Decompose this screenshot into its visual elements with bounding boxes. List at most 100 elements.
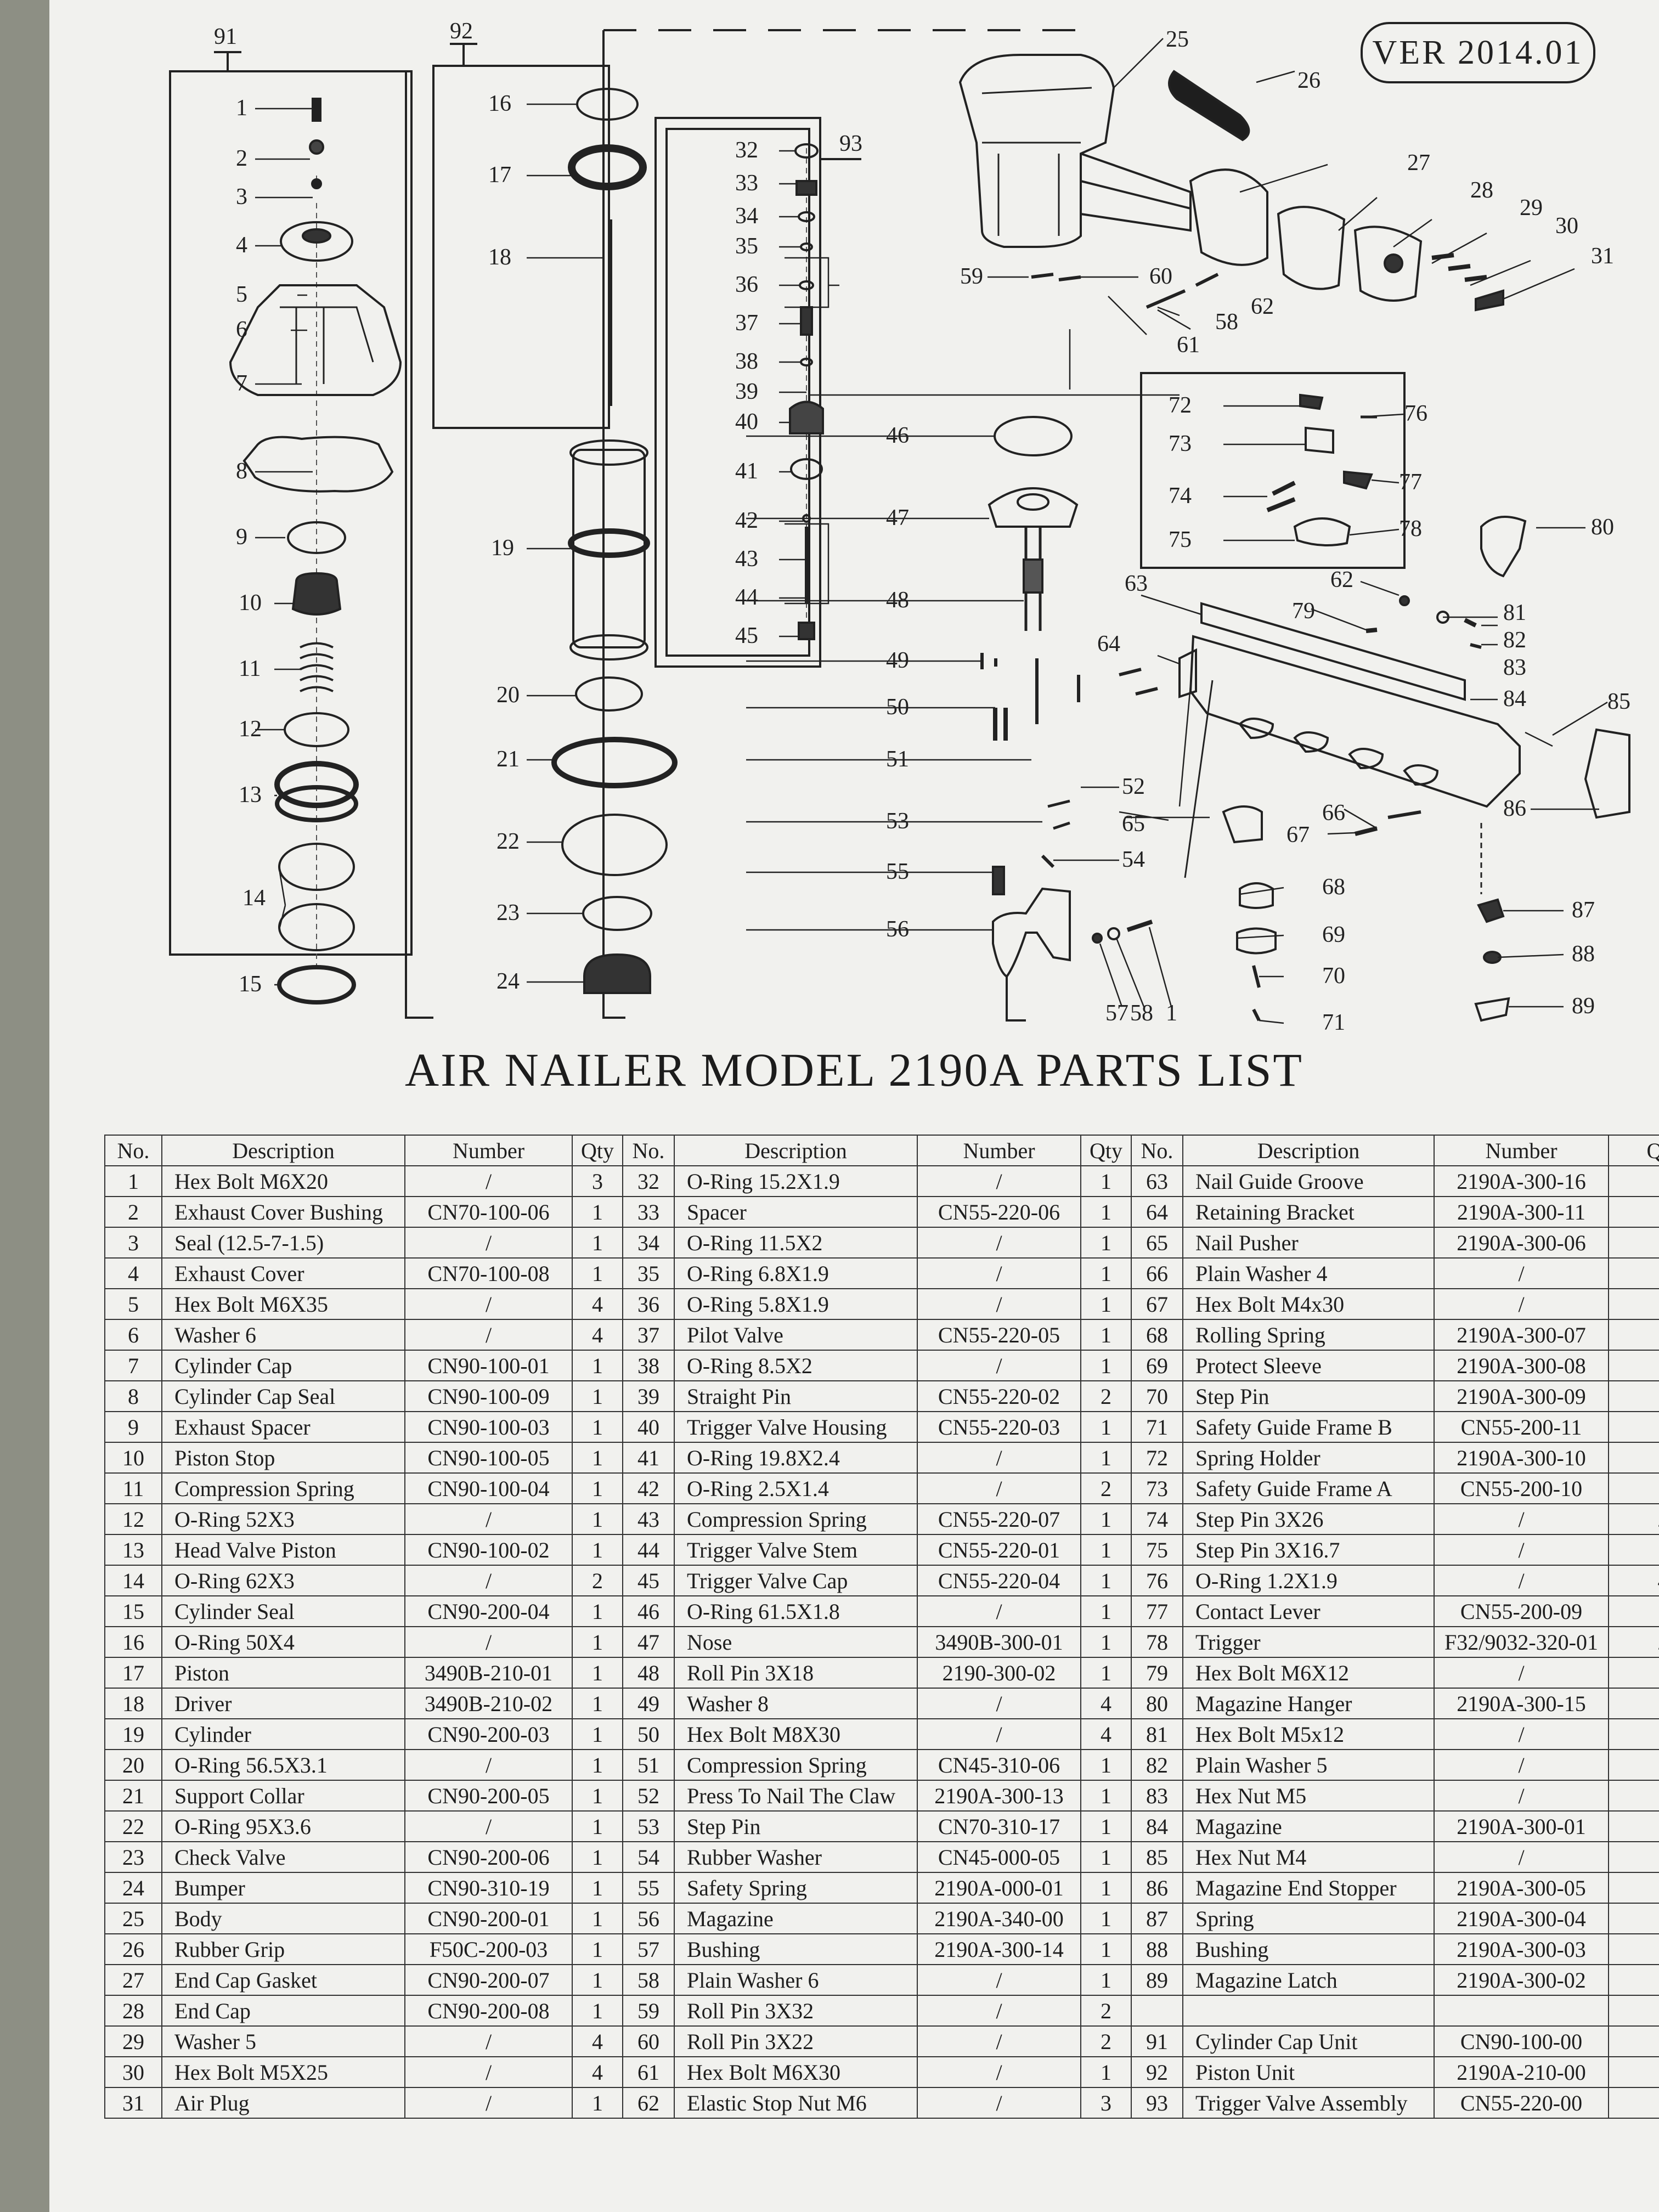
cell-qty: 1 (1080, 1442, 1132, 1474)
cell-number: / (404, 1565, 573, 1596)
cell-number: / (404, 1626, 573, 1658)
cell-no: 1 (104, 1165, 162, 1197)
cell-number: / (1434, 1503, 1609, 1535)
cell-qty: 2 (1608, 1626, 1659, 1658)
cell-qty: 1 (1608, 1780, 1659, 1812)
cell-no: 69 (1131, 1350, 1183, 1381)
callout-66: 66 (1322, 800, 1345, 826)
callout-87: 87 (1572, 898, 1595, 923)
cell-no: 4 (104, 1257, 162, 1289)
callout-61: 61 (1177, 332, 1200, 358)
cell-qty: 1 (1080, 1411, 1132, 1443)
cell-number: 2190A-300-05 (1434, 1872, 1609, 1904)
callout-39: 39 (735, 379, 758, 404)
cell-qty: 1 (572, 1688, 623, 1719)
cell-number: / (917, 1165, 1081, 1197)
cell-number: CN90-100-09 (404, 1380, 573, 1412)
cell-description: Contact Lever (1182, 1595, 1435, 1627)
cell-description: Plain Washer 4 (1182, 1257, 1435, 1289)
cell-no: 46 (622, 1595, 675, 1627)
cell-no: 68 (1131, 1319, 1183, 1351)
cell-no: 9 (104, 1411, 162, 1443)
callout-32: 32 (735, 138, 758, 163)
callout-18: 18 (488, 245, 511, 270)
cell-qty: 4 (572, 2025, 623, 2057)
cell-number: / (1434, 1749, 1609, 1781)
cell-description: O-Ring 62X3 (161, 1565, 405, 1596)
cell-no: 25 (104, 1903, 162, 1934)
callout-21: 21 (496, 747, 520, 772)
cell-qty: 2 (1080, 1995, 1132, 2027)
callout-38: 38 (735, 349, 758, 374)
callout-19: 19 (491, 535, 514, 561)
exploded-parts-diagram: 91 92 93 1 2 3 4 5 6 7 8 9 10 11 12 13 1… (49, 0, 1659, 1042)
callout-6: 6 (236, 317, 247, 342)
cell-no: 60 (622, 2025, 675, 2057)
cell-qty (1608, 1995, 1659, 2027)
cell-no: 45 (622, 1565, 675, 1596)
cell-no: 38 (622, 1350, 675, 1381)
cell-number: 2190A-300-10 (1434, 1442, 1609, 1474)
cell-no: 42 (622, 1472, 675, 1504)
parts-sheet: 91 92 93 1 2 3 4 5 6 7 8 9 10 11 12 13 1… (49, 0, 1659, 2212)
cell-number: 2190A-300-03 (1434, 1933, 1609, 1965)
column-header-description: Description (1182, 1135, 1435, 1166)
cell-qty: 1 (1608, 2087, 1659, 2119)
callout-1b: 1 (1166, 1001, 1177, 1026)
cell-number: / (1434, 1288, 1609, 1320)
cell-description: O-Ring 1.2X1.9 (1182, 1565, 1435, 1596)
cell-number: 2190A-300-08 (1434, 1350, 1609, 1381)
cell-no: 22 (104, 1810, 162, 1842)
callout-57: 57 (1105, 1001, 1128, 1026)
cell-qty: 1 (572, 1933, 623, 1965)
cell-no: 92 (1131, 2056, 1183, 2088)
cell-qty: 1 (572, 1380, 623, 1412)
cell-qty: 1 (1080, 1780, 1132, 1812)
callout-60: 60 (1149, 264, 1172, 289)
cell-number: / (917, 1442, 1081, 1474)
cell-qty: 1 (1608, 1442, 1659, 1474)
callout-84: 84 (1503, 686, 1526, 712)
cell-description: Plain Washer 5 (1182, 1749, 1435, 1781)
callout-36: 36 (735, 272, 758, 297)
callout-43: 43 (735, 546, 758, 572)
cell-no: 3 (104, 1227, 162, 1259)
cell-qty: 1 (1080, 1841, 1132, 1873)
cell-number: / (404, 2025, 573, 2057)
cell-no: 44 (622, 1534, 675, 1566)
cell-no: 43 (622, 1503, 675, 1535)
cell-qty: 1 (572, 1810, 623, 1842)
cell-number: CN55-220-01 (917, 1534, 1081, 1566)
callout-71: 71 (1322, 1010, 1345, 1035)
cell-no: 34 (622, 1227, 675, 1259)
callout-82: 82 (1503, 628, 1526, 653)
column-header-description: Description (674, 1135, 918, 1166)
cell-number: 3490B-210-02 (404, 1688, 573, 1719)
cell-no: 52 (622, 1780, 675, 1812)
cell-no: 84 (1131, 1810, 1183, 1842)
cell-qty: 2 (1080, 1380, 1132, 1412)
cell-description: End Cap (161, 1995, 405, 2027)
cell-qty: 1 (1080, 1534, 1132, 1566)
callout-40: 40 (735, 409, 758, 435)
callout-67: 67 (1286, 822, 1310, 848)
cell-no: 67 (1131, 1288, 1183, 1320)
cell-description: Step Pin 3X16.7 (1182, 1534, 1435, 1566)
cell-description: Trigger Valve Housing (674, 1411, 918, 1443)
cell-no: 5 (104, 1288, 162, 1320)
cell-qty: 4 (572, 2056, 623, 2088)
diagram-svg: 91 92 93 1 2 3 4 5 6 7 8 9 10 11 12 13 1… (169, 19, 1630, 1035)
cell-number: F32/9032-320-01 (1434, 1626, 1609, 1658)
cell-qty: 1 (572, 1749, 623, 1781)
cell-qty: 1 (572, 1196, 623, 1228)
cell-no: 93 (1131, 2087, 1183, 2119)
cell-description: Cylinder Cap (161, 1350, 405, 1381)
cell-qty: 1 (572, 1503, 623, 1535)
cell-no: 7 (104, 1350, 162, 1381)
